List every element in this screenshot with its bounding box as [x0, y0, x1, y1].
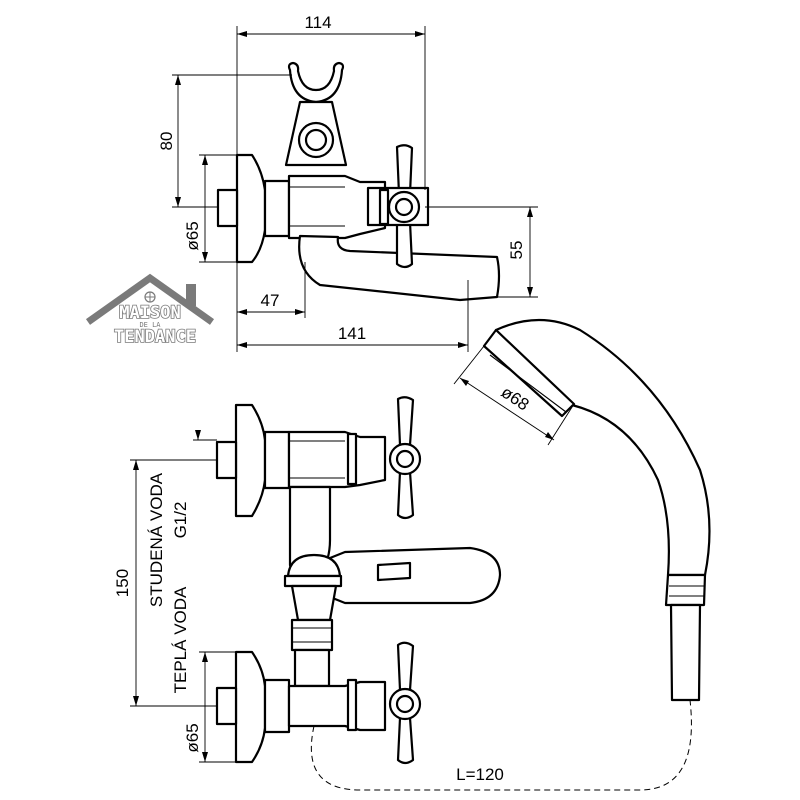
dimension-flange-top-label: ø65 — [183, 221, 202, 250]
shower-hose — [310, 699, 692, 791]
dimension-hose-length: L=120 — [456, 765, 504, 784]
dimension-141-label: 141 — [338, 324, 366, 343]
mixer-body-lower — [287, 680, 387, 732]
spout-front — [323, 546, 502, 605]
dimension-flange-front: ø65 — [183, 651, 245, 763]
label-hot-water: TEPLÁ VODA — [171, 586, 190, 693]
cross-handle-cold[interactable] — [346, 396, 422, 520]
wall-flange-cold — [234, 403, 267, 518]
hand-shower — [482, 318, 711, 702]
spout — [298, 234, 501, 302]
dimension-55: 55 — [425, 206, 538, 298]
cross-handle-hot[interactable] — [346, 641, 422, 765]
dimension-141: 141 — [237, 280, 469, 352]
label-cold-water: STUDENÁ VODA — [147, 472, 166, 607]
brand-logo: MAISON DE LA TENDANCE — [85, 273, 215, 348]
top-view: 114 80 ø65 55 47 — [157, 13, 538, 352]
dimension-150-label: 150 — [113, 569, 132, 597]
dimension-114-label: 114 — [304, 13, 331, 32]
mixer-body-upper — [287, 430, 387, 489]
dimension-flange-top: ø65 — [183, 154, 245, 263]
diverter-knob[interactable] — [283, 553, 343, 588]
dimension-55-label: 55 — [507, 241, 526, 260]
shower-holder-hook — [287, 61, 345, 104]
dimension-shower-head-label: ø68 — [498, 382, 533, 414]
dimension-47: 47 — [236, 262, 306, 352]
flange-lines-cold — [193, 430, 217, 441]
dimension-47-label: 47 — [261, 291, 280, 310]
logo-line-3: TENDANCE — [114, 327, 196, 347]
front-view: 150 STUDENÁ VODA G1/2 TEPLÁ VODA ø65 L=1… — [113, 318, 711, 791]
logo-line-1: MAISON — [119, 303, 180, 323]
dimension-80-label: 80 — [157, 132, 176, 151]
wall-flange — [235, 153, 267, 264]
dimension-150: 150 — [113, 459, 217, 707]
dimension-hose-length-label: L=120 — [456, 765, 504, 784]
cross-handle-top[interactable] — [366, 144, 430, 269]
dimension-114: 114 — [236, 13, 426, 190]
label-thread: G1/2 — [171, 502, 190, 539]
logo-line-2: DE LA — [139, 321, 161, 329]
dimension-flange-front-label: ø65 — [183, 723, 202, 752]
dimension-80: 80 — [157, 74, 292, 208]
wall-flange-hot — [234, 650, 267, 764]
